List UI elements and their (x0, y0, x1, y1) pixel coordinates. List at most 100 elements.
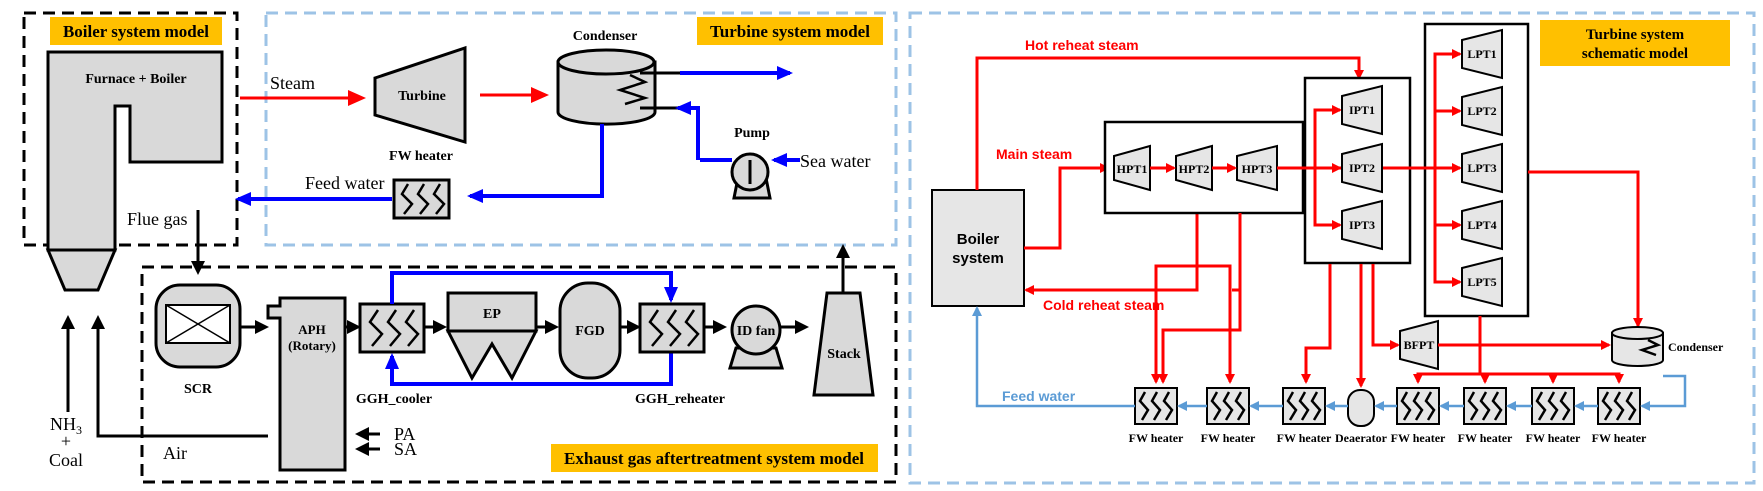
deaerator-label: Deaerator (1335, 431, 1388, 445)
plus-label: + (61, 431, 71, 451)
fw-heater-r2-label: FW heater (1201, 431, 1256, 445)
svg-text:IPT3: IPT3 (1349, 218, 1375, 232)
feed-water-right-label: Feed water (1002, 388, 1076, 404)
stack-label: Stack (827, 347, 861, 362)
fw-heater-r7 (1531, 387, 1575, 425)
svg-text:HPT3: HPT3 (1242, 162, 1273, 176)
fw-heater-r6 (1463, 387, 1507, 425)
fw-heater-r3 (1282, 387, 1326, 425)
turbine (373, 45, 467, 145)
turbine-system-group (264, 11, 898, 247)
hpt2: HPT2 (1175, 144, 1213, 192)
boiler-title-badge (50, 17, 222, 45)
fw-heater-left-label: FW heater (389, 149, 453, 164)
turbine-title: Turbine system model (710, 22, 870, 41)
fw-heater-r5-label: FW heater (1391, 431, 1446, 445)
ipt3: IPT3 (1341, 199, 1383, 251)
fw-heater-r8 (1597, 387, 1641, 425)
main-steam-label: Main steam (996, 146, 1072, 162)
hot-reheat-label: Hot reheat steam (1025, 37, 1139, 53)
pump-label: Pump (734, 126, 770, 141)
fw-heater-r5 (1396, 387, 1440, 425)
svg-text:BFPT: BFPT (1404, 338, 1435, 352)
svg-text:LPT5: LPT5 (1467, 275, 1496, 289)
id-fan-label: ID fan (737, 324, 776, 339)
lpt4: LPT4 (1461, 199, 1503, 251)
ipt1: IPT1 (1341, 84, 1383, 136)
stack (812, 291, 875, 397)
boiler-title: Boiler system model (63, 22, 209, 41)
turbine-schematic-group (908, 11, 1756, 485)
svg-text:IPT2: IPT2 (1349, 161, 1375, 175)
svg-text:IPT1: IPT1 (1349, 103, 1375, 117)
nh3-label: NH3 (50, 414, 82, 437)
exhaust-title-badge (551, 444, 878, 472)
lpt2: LPT2 (1461, 85, 1503, 137)
ggh-reheater (638, 302, 706, 354)
boiler-system-group (22, 11, 239, 247)
turbine-title-badge (697, 17, 883, 45)
exhaust-system-group (140, 265, 898, 484)
hpt1: HPT1 (1113, 144, 1151, 192)
ipt2: IPT2 (1341, 142, 1383, 194)
air-label: Air (163, 443, 187, 463)
lpt5: LPT5 (1461, 256, 1503, 308)
schematic-title-badge (1540, 20, 1730, 66)
condenser-right (1611, 326, 1664, 367)
ggh-reheater-label: GGH_reheater (635, 392, 725, 407)
pa-label: PA (394, 424, 415, 444)
fw-heater-r1 (1134, 387, 1178, 425)
svg-text:LPT4: LPT4 (1467, 218, 1496, 232)
aph-label-1: APH (298, 322, 325, 337)
fw-heater-r3-label: FW heater (1277, 431, 1332, 445)
ep-label: EP (483, 307, 501, 322)
deaerator (1347, 389, 1375, 427)
svg-text:LPT1: LPT1 (1467, 47, 1496, 61)
schematic-title-2: schematic model (1582, 46, 1688, 62)
bfpt: BFPT (1399, 319, 1439, 371)
turbine-label: Turbine (398, 89, 446, 104)
lpt1: LPT1 (1461, 28, 1503, 80)
condenser-right-label: Condenser (1668, 340, 1724, 354)
condenser (556, 48, 657, 126)
ggh-cooler-label: GGH_cooler (356, 392, 432, 407)
flue-gas-label: Flue gas (127, 209, 188, 229)
ep (445, 291, 539, 382)
condenser-label: Condenser (573, 29, 638, 44)
sea-water-label: Sea water (800, 151, 870, 171)
cold-reheat-label: Cold reheat steam (1043, 297, 1164, 313)
boiler-system (931, 189, 1025, 307)
schematic-title-1: Turbine system (1586, 27, 1685, 43)
scr-label: SCR (184, 382, 213, 397)
coal-label: Coal (49, 450, 83, 470)
svg-text:HPT2: HPT2 (1179, 162, 1210, 176)
svg-text:LPT3: LPT3 (1467, 161, 1496, 175)
feed-water-left-label: Feed water (305, 173, 384, 193)
svg-text:HPT1: HPT1 (1117, 162, 1148, 176)
aph-label-2: (Rotary) (288, 338, 336, 353)
fw-heater-left (392, 178, 451, 220)
steam-label: Steam (270, 73, 315, 93)
scr (154, 283, 242, 369)
id-fan (727, 304, 785, 370)
exhaust-title: Exhaust gas aftertreatment system model (564, 449, 864, 468)
pump (730, 152, 772, 200)
boiler-system-label-1: Boiler (957, 231, 1000, 248)
svg-text:LPT2: LPT2 (1467, 104, 1496, 118)
aph (266, 296, 347, 472)
fw-heater-r6-label: FW heater (1458, 431, 1513, 445)
fw-heater-r2 (1206, 387, 1250, 425)
fw-heater-r7-label: FW heater (1526, 431, 1581, 445)
furnace-label: Furnace + Boiler (85, 72, 186, 87)
boiler-system-label-2: system (952, 250, 1004, 267)
lpt3: LPT3 (1461, 142, 1503, 194)
sa-label: SA (394, 439, 417, 459)
fgd-label: FGD (575, 324, 605, 339)
ash-hopper (45, 248, 118, 292)
fw-heater-r1-label: FW heater (1129, 431, 1184, 445)
hpt3: HPT3 (1236, 144, 1278, 192)
fw-heater-r8-label: FW heater (1592, 431, 1647, 445)
ggh-cooler (358, 302, 426, 354)
fgd (558, 281, 622, 380)
